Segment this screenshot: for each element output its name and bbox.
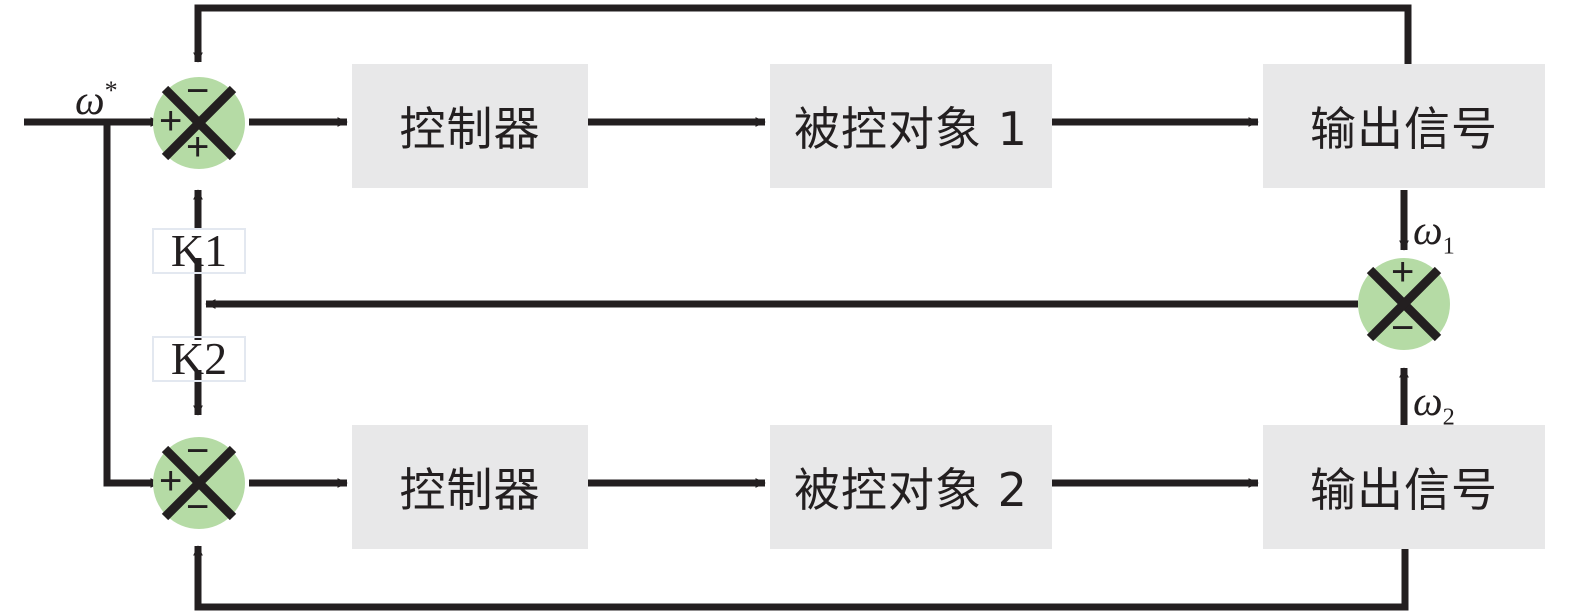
summing-junction-3-cross <box>1366 266 1442 342</box>
summing-junction-3-sign-top: + <box>1391 250 1415 294</box>
block-output-2-label: 输出信号 <box>1310 463 1498 517</box>
signal-label-omega-ref-base: ω <box>75 78 105 124</box>
summing-junction-2: + − − <box>153 431 245 529</box>
block-output-2: 输出信号 <box>1263 425 1545 549</box>
block-plant-2: 被控对象 2 <box>770 425 1052 549</box>
summing-junction-1-sign-top: − <box>186 69 210 113</box>
gain-block-k2: K2 <box>152 336 246 382</box>
block-controller-1-label: 控制器 <box>399 102 541 156</box>
gain-block-k1-label: K1 <box>170 225 228 276</box>
gain-block-k1: K1 <box>152 228 246 274</box>
signal-label-omega-ref-sup: * <box>104 76 118 105</box>
block-plant-2-label: 被控对象 2 <box>794 463 1028 517</box>
block-output-1-label: 输出信号 <box>1310 102 1498 156</box>
block-plant-1: 被控对象 1 <box>770 64 1052 188</box>
signal-label-omega-2-sub: 2 <box>1442 403 1455 431</box>
wire-output1-feedback-to-sum1 <box>193 4 1412 64</box>
signal-label-omega-2-base: ω <box>1413 379 1443 425</box>
signal-label-omega-ref: ω* <box>75 76 118 125</box>
signal-label-omega-1-base: ω <box>1413 208 1443 254</box>
block-controller-2-label: 控制器 <box>399 463 541 517</box>
summing-junction-1-sign-bottom: + <box>186 125 210 169</box>
summing-junction-1-cross <box>161 85 237 161</box>
summing-junction-2-sign-top: − <box>186 429 210 473</box>
wire-omega-ref-branch-to-sum2 <box>103 122 161 488</box>
wire-output2-feedback-to-sum2 <box>193 545 1409 611</box>
summing-junction-2-sign-left: + <box>159 459 183 503</box>
signal-label-omega-1-sub: 1 <box>1442 232 1455 260</box>
signal-label-omega-1: ω1 <box>1413 207 1455 260</box>
signal-label-omega-2: ω2 <box>1413 378 1455 431</box>
summing-junction-1-sign-left: + <box>159 99 183 143</box>
summing-junction-3: + − <box>1358 252 1450 350</box>
gain-block-k2-label: K2 <box>170 333 228 384</box>
summing-junction-3-sign-bottom: − <box>1391 306 1415 350</box>
block-plant-1-label: 被控对象 1 <box>794 102 1028 156</box>
block-output-1: 输出信号 <box>1263 64 1545 188</box>
summing-junction-2-cross <box>161 445 237 521</box>
block-controller-1: 控制器 <box>352 64 588 188</box>
summing-junction-2-sign-bottom: − <box>186 485 210 529</box>
summing-junction-1: + − + <box>153 71 245 169</box>
block-controller-2: 控制器 <box>352 425 588 549</box>
